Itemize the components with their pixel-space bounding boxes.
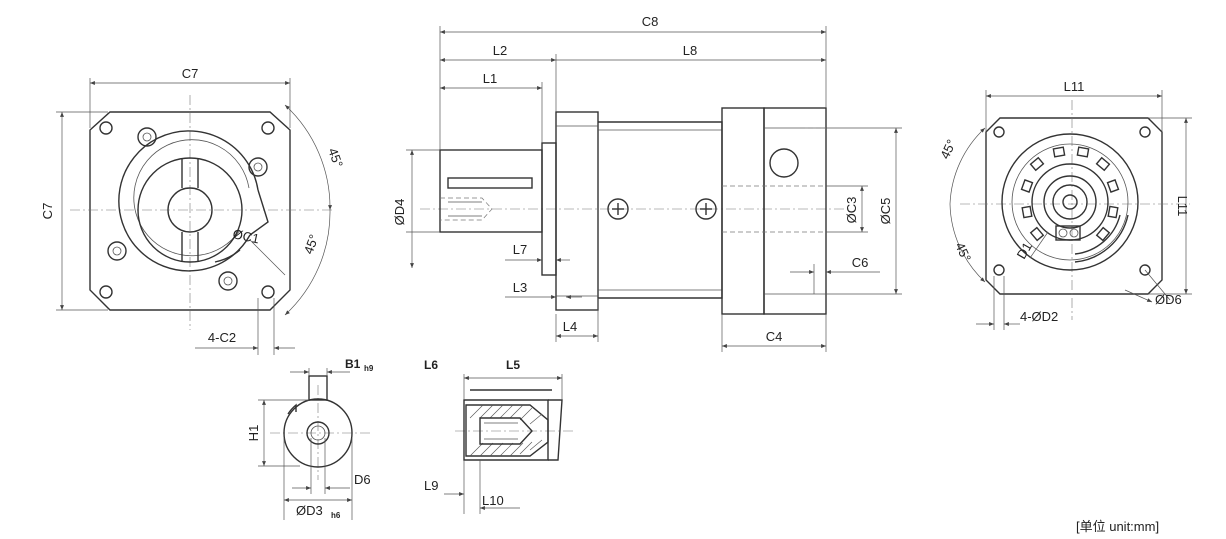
label-d3: ØD3 bbox=[296, 503, 323, 518]
label-l6: L6 bbox=[424, 358, 438, 372]
label-45-right-upper: 45° bbox=[937, 137, 959, 161]
label-4-c2: 4-C2 bbox=[208, 330, 236, 345]
label-c6: C6 bbox=[852, 255, 869, 270]
label-d6-right: ØD6 bbox=[1155, 292, 1182, 307]
keyway-side-section: L6 L5 L9 L10 bbox=[424, 358, 575, 514]
label-l10: L10 bbox=[482, 493, 504, 508]
label-c4: C4 bbox=[766, 329, 783, 344]
label-b1-sub: h9 bbox=[364, 364, 374, 373]
shaft-key-section: B1 h9 H1 ØD3 h6 D6 bbox=[246, 357, 374, 520]
label-l4: L4 bbox=[563, 319, 577, 334]
label-d6-key: D6 bbox=[354, 472, 371, 487]
rear-view-right: L11 L11 45° 45° D1 ØD6 4-ØD2 bbox=[937, 79, 1192, 330]
label-h1: H1 bbox=[246, 425, 261, 442]
label-l5: L5 bbox=[506, 358, 520, 372]
label-d4: ØD4 bbox=[392, 199, 407, 226]
label-c5: ØC5 bbox=[878, 198, 893, 225]
label-45-upper: 45° bbox=[325, 146, 346, 170]
label-c7-side: C7 bbox=[40, 203, 55, 220]
label-b1: B1 bbox=[345, 357, 361, 371]
label-l1: L1 bbox=[483, 71, 497, 86]
label-45-right-lower: 45° bbox=[952, 240, 974, 264]
label-l9: L9 bbox=[424, 478, 438, 493]
label-l7: L7 bbox=[513, 242, 527, 257]
label-d1: D1 bbox=[1014, 240, 1035, 262]
label-4-d2: 4-ØD2 bbox=[1020, 309, 1058, 324]
label-c8: C8 bbox=[642, 14, 659, 29]
label-45-lower: 45° bbox=[301, 232, 322, 256]
label-l11-top: L11 bbox=[1064, 79, 1085, 94]
front-view-left: C7 C7 45° 45° ØC1 4-C2 bbox=[40, 66, 346, 355]
screw-icon-1 bbox=[607, 198, 629, 220]
side-view-center: C8 L2 L8 L1 ØD4 L7 L3 L4 C4 bbox=[392, 14, 902, 352]
label-l8: L8 bbox=[683, 43, 697, 58]
label-c3: ØC3 bbox=[844, 197, 859, 224]
label-c7-top: C7 bbox=[182, 66, 199, 81]
screw-icon-2 bbox=[695, 198, 717, 220]
label-d3-sub: h6 bbox=[331, 511, 341, 520]
label-c1: ØC1 bbox=[231, 226, 260, 246]
unit-note: [单位 unit:mm] bbox=[1076, 519, 1160, 534]
label-l2: L2 bbox=[493, 43, 507, 58]
label-l11-side: L11 bbox=[1175, 196, 1190, 217]
label-l3: L3 bbox=[513, 280, 527, 295]
